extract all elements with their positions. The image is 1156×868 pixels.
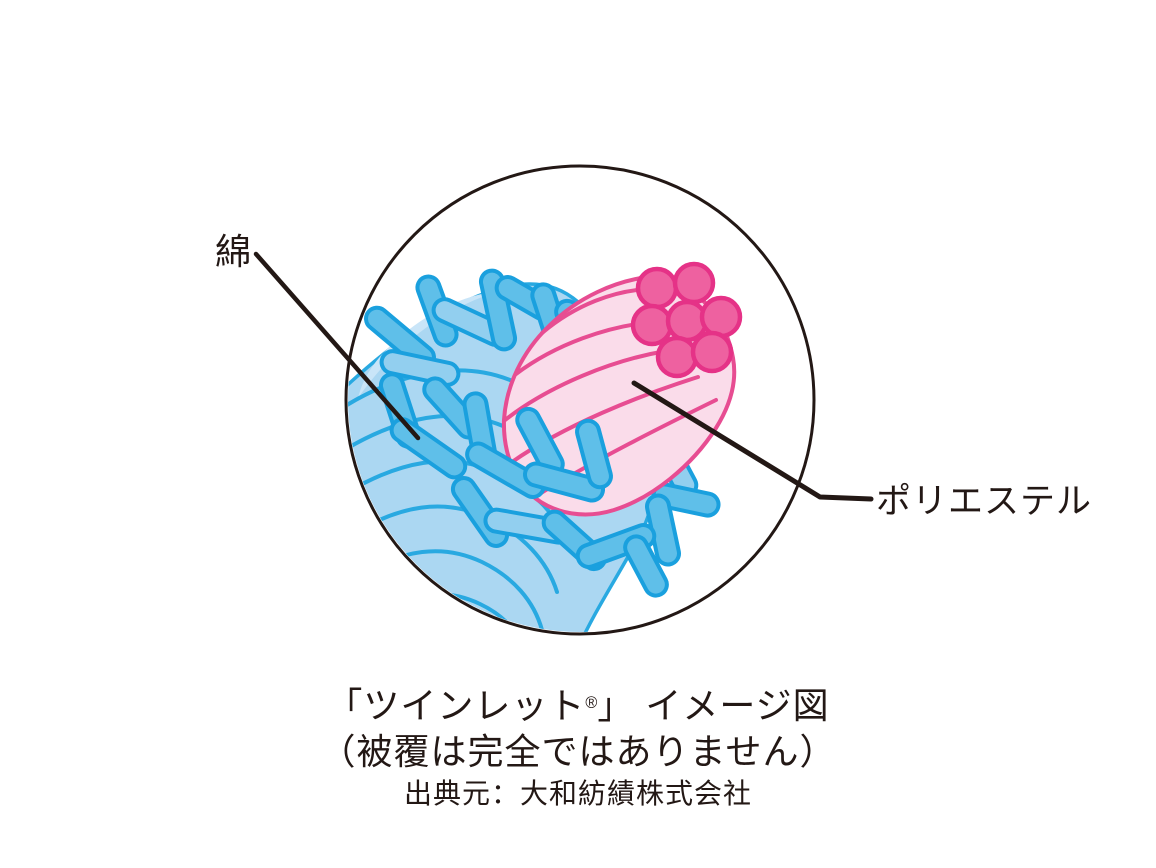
yarn-cross-section [348, 261, 743, 632]
polyester-leader-line [631, 380, 874, 502]
polyester-label: ポリエステル [876, 482, 1093, 521]
polyester-filament [630, 303, 674, 347]
cotton-label: 綿 [215, 231, 252, 272]
magnifier-circle [344, 164, 816, 636]
polyester-filament [635, 266, 679, 310]
staple-fiber [465, 441, 546, 499]
caption-title-pre: 「ツインレット [326, 685, 586, 726]
staple-fiber [389, 417, 468, 480]
polyester-filament [655, 335, 699, 379]
staple-fiber [623, 534, 669, 598]
staple-fiber [379, 349, 461, 387]
caption-source: 出典元：大和紡績株式会社 [403, 778, 752, 809]
caption-title: 「ツインレット®」 イメージ図 [0, 688, 1156, 724]
staple-fiber [522, 461, 606, 503]
polyester-filament [672, 261, 716, 305]
staple-fiber [478, 268, 518, 352]
polyester-filament [690, 330, 734, 374]
registered-trademark-symbol: ® [585, 693, 598, 712]
polyester-fiber-cross-sections [630, 261, 743, 379]
staple-fiber [575, 418, 613, 490]
cotton-leader-line [253, 251, 421, 441]
caption-title-post: 」 イメージ図 [597, 685, 830, 726]
cotton-staple-fibers-front [450, 391, 669, 598]
caption-note: （被覆は完全ではありません） [319, 731, 837, 772]
polyester-filament [699, 295, 743, 339]
